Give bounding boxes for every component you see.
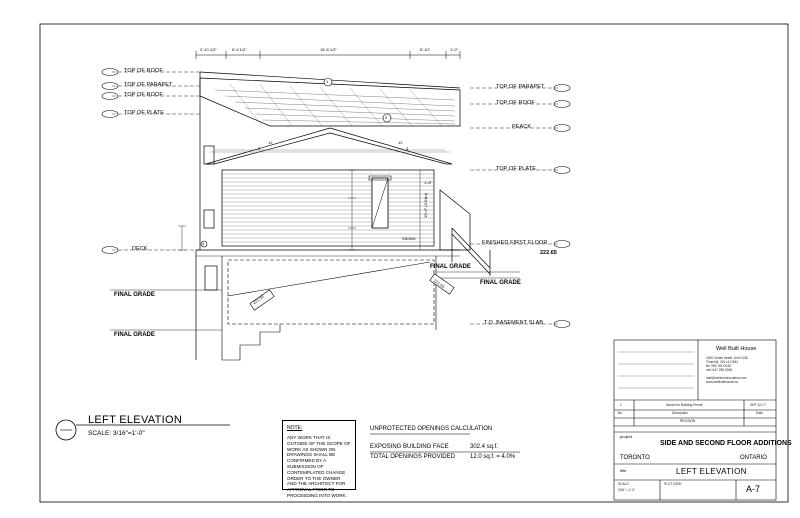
level-top-of-roof-2: TOP OF ROOF xyxy=(124,92,163,98)
openings-face-value: 302.4 sq.f. xyxy=(470,444,499,450)
grade-label-2: FINAL GRADE xyxy=(114,332,155,338)
grade-label-3: FINAL GRADE xyxy=(430,264,471,270)
slope-3-right: 3 xyxy=(406,146,409,151)
revision-label: REVISION xyxy=(680,419,696,423)
openings-total-label: TOTAL OPENINGS PROVIDED xyxy=(370,454,455,460)
scale-label: SCALE: xyxy=(618,482,630,486)
openings-heading: UNPROTECTED OPENINGS CALCULATION xyxy=(370,426,493,432)
rev-no: 1 xyxy=(620,403,622,407)
col-no: No. xyxy=(618,411,623,415)
firm-address-line: 1180 Centre street, Unit 2135, xyxy=(706,356,749,360)
level-basement-slab: T.O. BASEMENT SLAB xyxy=(484,320,544,326)
dim-2: 6'-9 1/2" xyxy=(232,47,247,52)
project-city: TORONTO xyxy=(620,455,650,461)
callout-2: 2 xyxy=(385,115,388,120)
firm-name: Well Built House xyxy=(716,346,757,352)
grade-label-4: FINAL GRADE xyxy=(480,280,521,286)
openings-total-value: 12.0 sq.f. = 4.0% xyxy=(470,454,516,460)
project-label: project xyxy=(620,434,633,439)
dim-5: 1'-0" xyxy=(450,47,458,52)
level-first-floor-value: 222.65 xyxy=(540,250,557,256)
level-first-floor: FINISHED FIRST FLOOR xyxy=(482,240,548,246)
col-date: Date xyxy=(756,411,763,415)
project-name: SIDE AND SECOND FLOOR ADDITIONS xyxy=(660,440,792,447)
project-province: ONTARIO xyxy=(740,455,767,461)
note-heading: NOTE: xyxy=(287,425,303,431)
dim-1: 2'-10 1/2" xyxy=(200,47,217,52)
firm-email: mail@wellcorinnovation.com xyxy=(706,376,747,380)
level-right-plate: TOP OF PLATE xyxy=(496,166,537,172)
openings-face-label: EXPOSING BUILDING FACE xyxy=(370,444,449,450)
level-right-roof: TOP OF ROOF xyxy=(496,100,535,106)
rev-date: SEP-22-17 xyxy=(750,403,766,407)
dim-3: 15'-8 1/2" xyxy=(320,47,337,52)
firm-address-block: 1180 Centre street, Unit 2135, Thornhill… xyxy=(706,356,748,384)
note-body: ANY WORK THAT IS OUTSIDE OF THE SCOPE OF… xyxy=(287,435,351,498)
firm-address-line: Thornhill, ON L4J 0M4 xyxy=(706,360,738,364)
note-box: NOTE: ANY WORK THAT IS OUTSIDE OF THE SC… xyxy=(282,420,356,498)
sheet-number: A-7 xyxy=(746,484,761,494)
drawing-scale: SCALE: 3/16"=1'-0" xyxy=(88,430,145,437)
slope-3-left: 3 xyxy=(258,146,261,151)
level-top-of-plate: TOP OF PLATE xyxy=(124,110,165,116)
plot-date-label: PLOT DATE: xyxy=(664,482,683,486)
scale-value: 3/16" = 1'-0" xyxy=(618,488,636,492)
level-top-of-roof: TOP OF ROOF xyxy=(124,68,163,74)
firm-address-line: cell: 647 298 0048 xyxy=(706,368,733,372)
col-desc: Description xyxy=(672,411,688,415)
dim-4: 5'-10" xyxy=(420,47,431,52)
slope-12-right: 12 xyxy=(398,140,403,145)
slope-12-left: 12 xyxy=(268,140,273,145)
firm-website: www.wellbuilthouse.ca xyxy=(706,380,738,384)
dim-6: 1'-8" xyxy=(424,180,432,185)
sheet-title-label: title xyxy=(620,468,627,473)
firm-address-line: tel: 905 761 0045 xyxy=(706,364,731,368)
siding-label: SIDING xyxy=(402,236,416,241)
rev-desc: Issued for Building Permit xyxy=(666,403,703,407)
dim-7: 10'-0" (3.04m) xyxy=(423,192,428,218)
sheet-title: LEFT ELEVATION xyxy=(676,467,747,476)
grade-label-1: FINAL GRADE xyxy=(114,292,155,298)
callout-1: 1 xyxy=(326,79,329,84)
level-deck: DECK xyxy=(132,246,148,252)
level-right-parapet: TOP OF PARAPET xyxy=(496,84,545,90)
drawing-title: LEFT ELEVATION xyxy=(88,414,183,426)
level-top-of-parapet: TOP OF PARAPET xyxy=(124,82,173,88)
level-right-peak: PEACK xyxy=(512,124,532,130)
callout-4: 4 xyxy=(202,241,205,246)
